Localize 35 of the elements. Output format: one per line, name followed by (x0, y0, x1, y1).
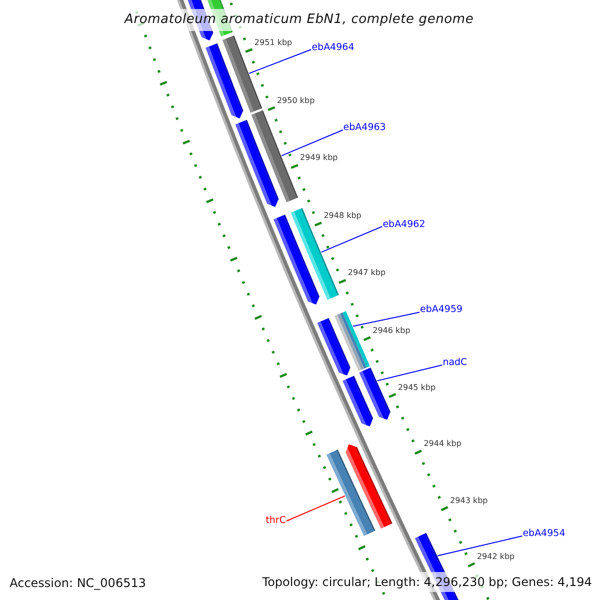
gene-label: ebA4959 (420, 304, 463, 316)
gene-bar (359, 368, 390, 420)
leader-line (286, 495, 346, 522)
gene-bar (235, 120, 279, 207)
leader-line (281, 130, 344, 156)
tick-label: 2943 kbp (450, 496, 488, 506)
gene-label: thrC (266, 515, 286, 527)
tick-label: 2949 kbp (300, 153, 338, 164)
gene-label: ebA4962 (382, 218, 426, 230)
tick-label: 2951 kbp (254, 38, 292, 48)
gene-bar (251, 110, 298, 202)
tick-label: 2948 kbp (324, 211, 362, 222)
tick-label: 2945 kbp (398, 382, 436, 393)
gene-bar (326, 450, 376, 536)
gene-label: ebA4954 (522, 528, 566, 540)
gene-bar (317, 318, 350, 376)
gene-label: ebA4963 (343, 122, 386, 134)
gene-label: nadC (442, 357, 468, 369)
tick-label: 2946 kbp (372, 326, 410, 336)
tick-label: 2947 kbp (348, 268, 386, 278)
genome-stats-note: Topology: circular; Length: 4,296,230 bp; Genes: 4,194 (260, 572, 594, 592)
tick-label: 2942 kbp (476, 552, 515, 562)
leader-line (248, 49, 312, 74)
gene-bar (342, 376, 374, 426)
tick-label: 2944 kbp (424, 439, 462, 450)
leader-line (376, 364, 443, 382)
gene-bar (346, 444, 392, 529)
leader-line (352, 312, 420, 327)
gene-label: ebA4964 (312, 42, 354, 54)
gene-bar (274, 214, 320, 305)
leader-line (437, 536, 523, 556)
leader-line (320, 226, 383, 253)
tick-label: 2950 kbp (276, 96, 315, 106)
gene-bar (206, 43, 244, 118)
gene-bar (334, 311, 370, 372)
